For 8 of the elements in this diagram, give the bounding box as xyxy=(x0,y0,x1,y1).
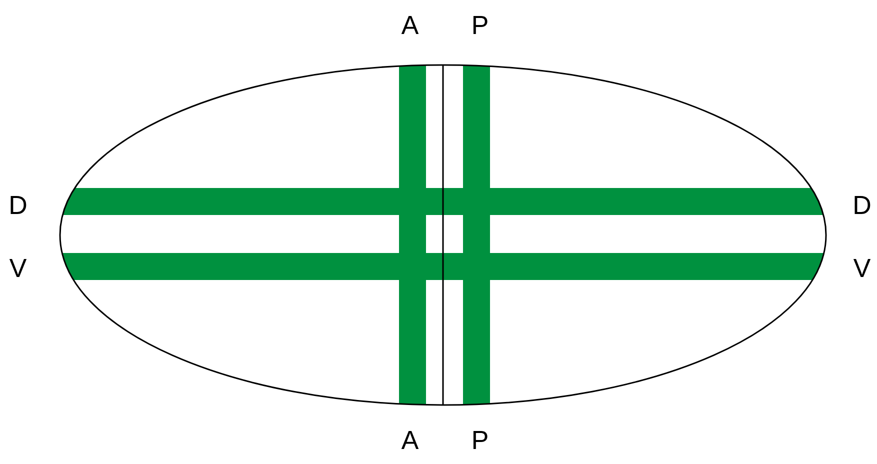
axis-label: D xyxy=(10,196,26,214)
axis-label: V xyxy=(9,259,27,277)
axis-label: P xyxy=(473,16,488,34)
axis-label: P xyxy=(473,431,488,449)
axis-label: A xyxy=(401,431,419,449)
axis-label: V xyxy=(853,259,871,277)
axis-label: D xyxy=(854,196,870,214)
axis-label: A xyxy=(401,16,419,34)
